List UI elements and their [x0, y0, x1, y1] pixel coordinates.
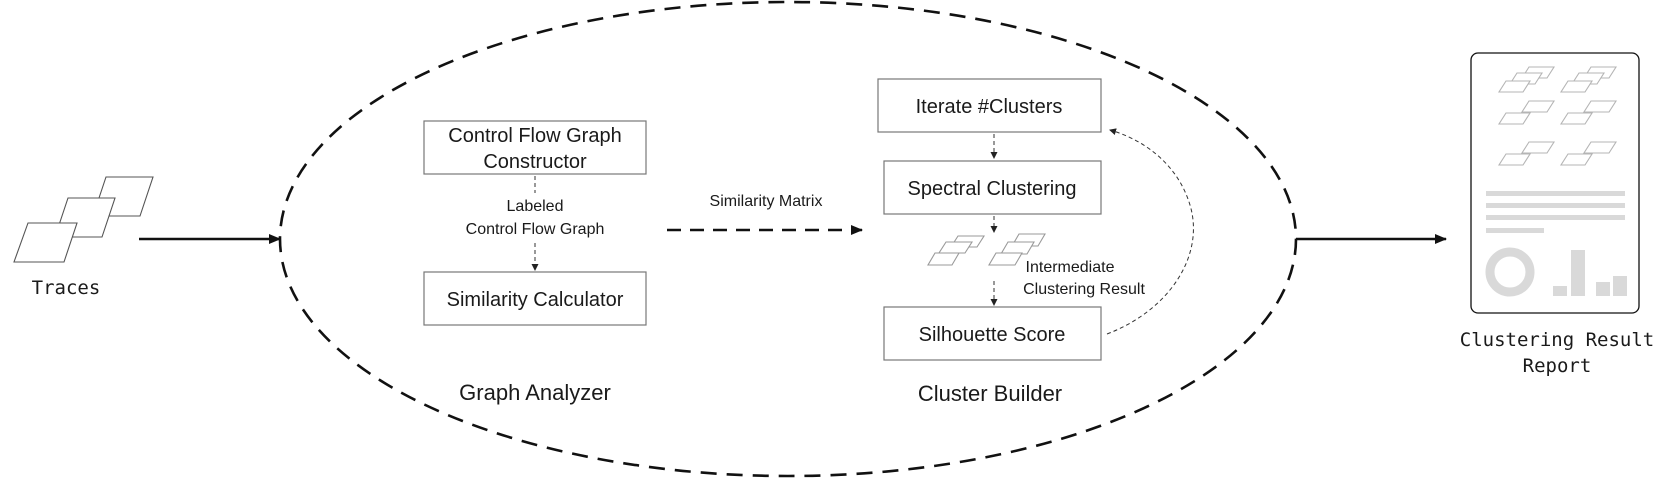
- report-label-line1: Clustering Result: [1460, 329, 1654, 351]
- report-label-line2: Report: [1523, 355, 1592, 377]
- cfg-constructor-label-line1: Control Flow Graph: [448, 125, 621, 147]
- traces-icon: [13, 176, 154, 263]
- spectral-clustering-label: Spectral Clustering: [908, 178, 1077, 200]
- similarity-matrix-label: Similarity Matrix: [710, 193, 823, 210]
- intermediate-label-line1: Intermediate: [1026, 259, 1115, 276]
- silhouette-score-box: [883, 306, 1102, 361]
- report-document-icon: [1470, 52, 1640, 314]
- cluster-builder-title: Cluster Builder: [918, 381, 1062, 406]
- iterate-clusters-box: [877, 78, 1102, 133]
- similarity-calculator-label: Similarity Calculator: [447, 289, 624, 311]
- spectral-clustering-box: [883, 160, 1102, 215]
- silhouette-score-label: Silhouette Score: [919, 324, 1066, 346]
- labeled-cfg-label-line1: Labeled: [507, 198, 564, 215]
- similarity-calculator-box: [423, 271, 647, 326]
- system-boundary-ellipse: [278, 0, 1298, 478]
- iterate-clusters-label: Iterate #Clusters: [916, 96, 1063, 118]
- feedback-loop-arrow: [1106, 128, 1194, 335]
- cfg-constructor-label-line2: Constructor: [483, 151, 587, 173]
- labeled-cfg-label-line2: Control Flow Graph: [466, 221, 605, 238]
- graph-analyzer-title: Graph Analyzer: [459, 380, 611, 405]
- intermediate-label-line2: Clustering Result: [1023, 281, 1145, 298]
- cfg-constructor-box: [423, 120, 647, 175]
- intermediate-traces-icon: [927, 233, 1046, 266]
- traces-label: Traces: [32, 277, 101, 299]
